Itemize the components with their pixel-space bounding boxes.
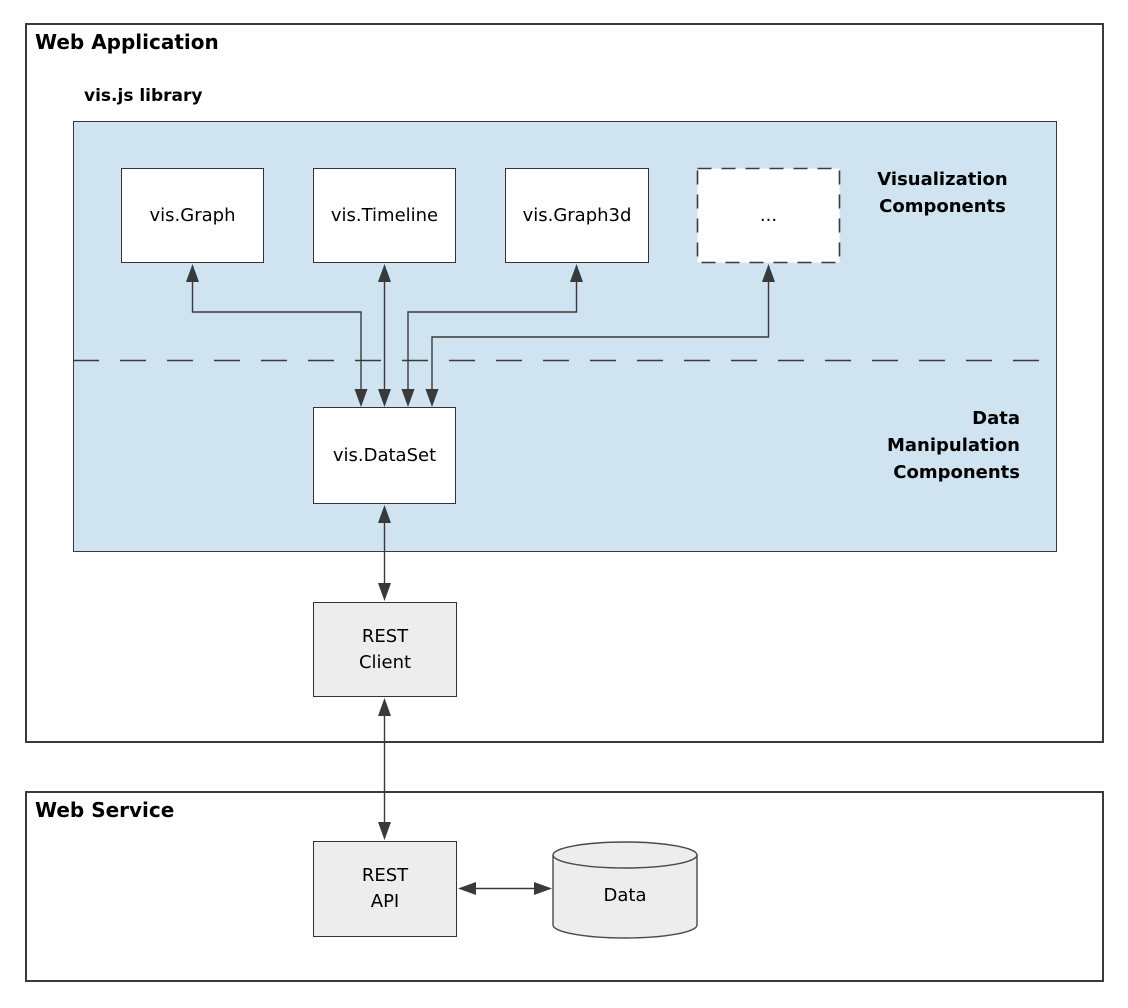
- node-vis-dataset: vis.DataSet: [313, 407, 456, 504]
- data-manipulation-components-label: Data Manipulation Components: [886, 408, 1020, 483]
- node-vis-graph3d: vis.Graph3d: [505, 168, 649, 263]
- visjs-library-label: vis.js library: [84, 86, 203, 106]
- visualization-components-label: Visualization Components: [877, 169, 1008, 217]
- node-rest-api: REST API: [313, 841, 457, 937]
- node-rest-client: REST Client: [313, 602, 457, 697]
- web-application-label: Web Application: [35, 30, 219, 54]
- node-vis-timeline: vis.Timeline: [313, 168, 456, 263]
- web-service-box: [25, 791, 1104, 982]
- database-label: Data: [603, 884, 647, 906]
- node-vis-graph: vis.Graph: [121, 168, 264, 263]
- node-more-components: ...: [759, 204, 778, 226]
- web-service-label: Web Service: [35, 798, 175, 822]
- web-application-box: [25, 23, 1104, 743]
